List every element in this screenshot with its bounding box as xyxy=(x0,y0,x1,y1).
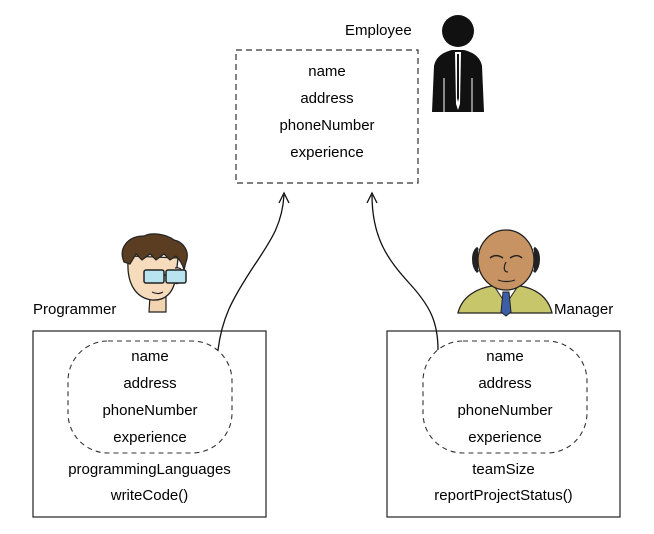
employee-attr-phoneNumber: phoneNumber xyxy=(279,117,375,134)
manager-box xyxy=(386,330,621,518)
manager-inherited-group xyxy=(422,340,588,454)
employee-attr-address: address xyxy=(300,90,354,107)
programmer-attr-programmingLanguages: programmingLanguages xyxy=(68,461,231,478)
manager-avatar-icon xyxy=(457,229,553,317)
programmer-title: Programmer xyxy=(33,301,117,318)
manager-title: Manager xyxy=(554,301,614,318)
manager-attr-teamSize: teamSize xyxy=(472,461,535,478)
manager-inheritance-arrow xyxy=(371,194,439,351)
manager-attr-phoneNumber: phoneNumber xyxy=(457,402,553,419)
employee-attr-experience: experience xyxy=(290,144,364,161)
employee-title: Employee xyxy=(345,22,412,39)
manager-attr-experience: experience xyxy=(468,429,542,446)
programmer-inherited-group xyxy=(67,340,233,454)
programmer-attr-name: name xyxy=(131,348,169,365)
manager-method-reportProjectStatus: reportProjectStatus() xyxy=(434,487,573,504)
employee-silhouette-icon xyxy=(432,15,484,112)
programmer-avatar-icon xyxy=(121,233,188,313)
manager-attr-name: name xyxy=(486,348,524,365)
employee-attr-name: name xyxy=(308,63,346,80)
programmer-arrowhead xyxy=(278,191,290,204)
programmer-attr-experience: experience xyxy=(113,429,187,446)
manager-arrowhead xyxy=(366,191,378,204)
programmer-box xyxy=(32,330,267,518)
programmer-attr-address: address xyxy=(123,375,177,392)
employee-box xyxy=(235,49,419,184)
manager-attr-address: address xyxy=(478,375,532,392)
programmer-method-writeCode: writeCode() xyxy=(110,487,189,504)
programmer-inheritance-arrow xyxy=(217,194,285,351)
programmer-attr-phoneNumber: phoneNumber xyxy=(102,402,198,419)
